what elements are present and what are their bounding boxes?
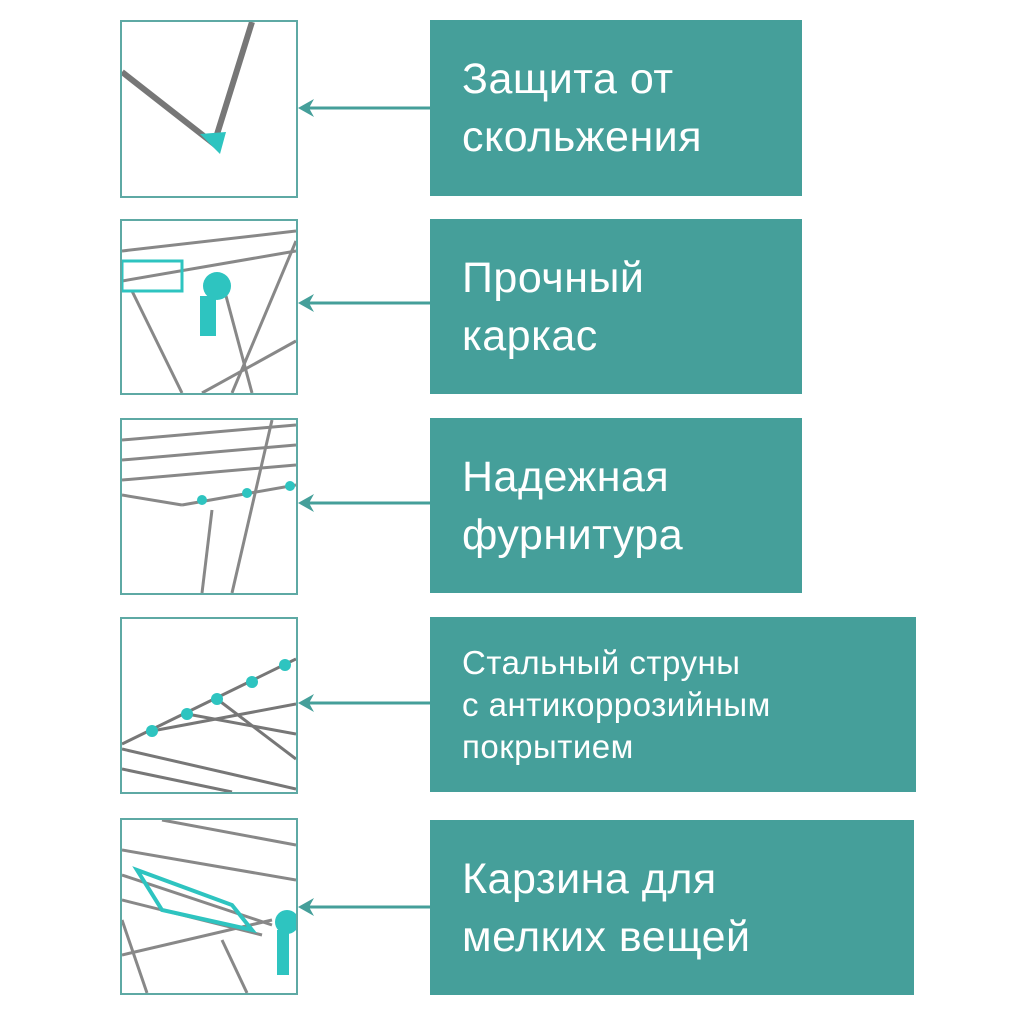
label-line: Прочный bbox=[462, 253, 645, 302]
anti-slip-image bbox=[120, 20, 298, 198]
arrow-icon bbox=[298, 494, 430, 512]
basket-image bbox=[120, 818, 298, 995]
label-line: с антикоррозийным bbox=[462, 685, 771, 723]
feature-label-anti-slip: Защита от скольжения bbox=[430, 20, 802, 196]
label-line: фурнитура bbox=[462, 510, 684, 559]
steel-strings-image bbox=[120, 617, 298, 794]
label-line: Защита от bbox=[462, 55, 674, 103]
label-line: каркас bbox=[462, 311, 598, 360]
label-line: покрытием bbox=[462, 727, 634, 765]
label-line: Стальный струны bbox=[462, 643, 741, 681]
arrow-icon bbox=[298, 99, 430, 117]
feature-label-hardware: Надежная фурнитура bbox=[430, 418, 802, 593]
frame-image bbox=[120, 219, 298, 395]
feature-label-basket: Карзина для мелких вещей bbox=[430, 820, 914, 995]
label-line: мелких вещей bbox=[462, 912, 751, 961]
hardware-image bbox=[120, 418, 298, 595]
label-line: скольжения bbox=[462, 113, 702, 161]
label-line: Надежная bbox=[462, 452, 670, 501]
arrow-icon bbox=[298, 294, 430, 312]
feature-label-frame: Прочный каркас bbox=[430, 219, 802, 394]
feature-label-steel-strings: Стальный струны с антикоррозийным покрыт… bbox=[430, 617, 916, 792]
arrow-icon bbox=[298, 694, 430, 712]
arrow-icon bbox=[298, 898, 430, 916]
label-line: Карзина для bbox=[462, 854, 717, 903]
